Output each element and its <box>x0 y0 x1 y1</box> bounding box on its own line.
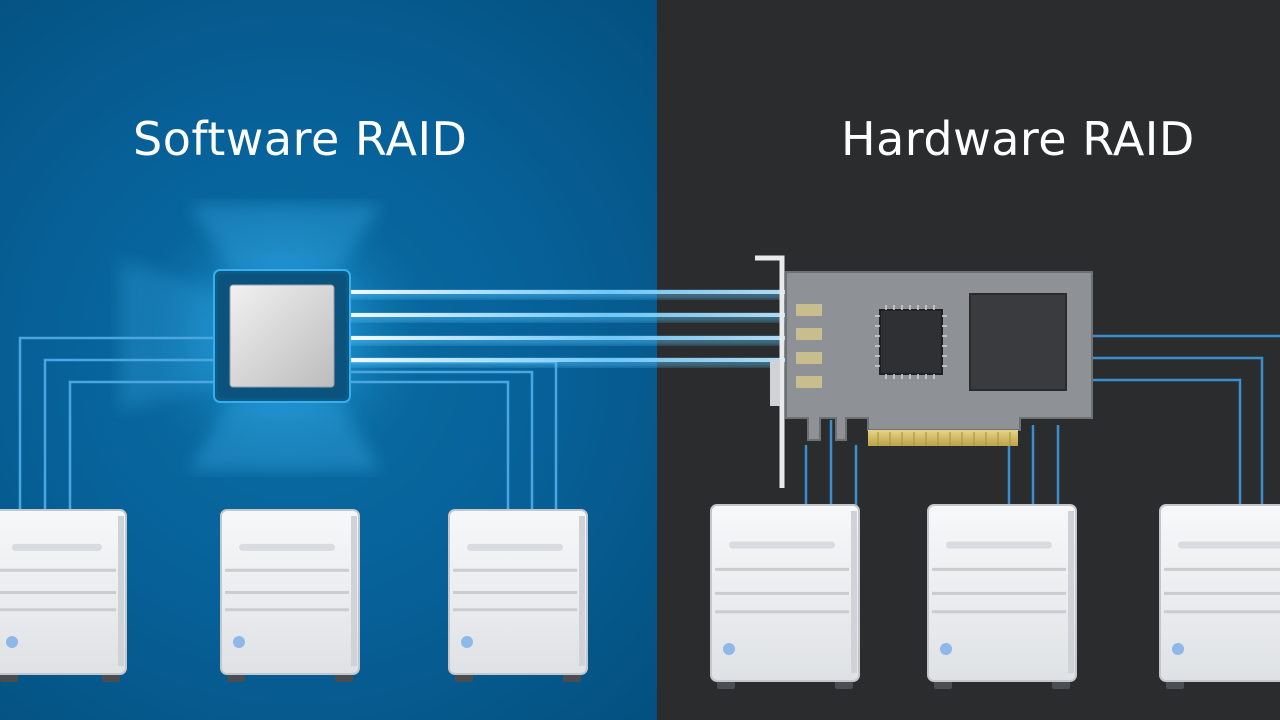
software-raid-title: Software RAID <box>133 112 468 166</box>
hard-drive-icon <box>220 509 360 682</box>
cpu-chip-icon <box>213 269 351 403</box>
raid-controller-card-icon <box>755 255 1093 488</box>
hardware-raid-wires <box>804 334 1280 512</box>
data-beams <box>345 290 785 367</box>
hard-drive-icon <box>927 504 1077 689</box>
hard-drive-icon <box>710 504 860 689</box>
hard-drive-icon <box>1159 504 1280 689</box>
hard-drive-icon <box>0 509 127 682</box>
hardware-raid-title: Hardware RAID <box>841 112 1195 166</box>
hard-drive-icon <box>448 509 588 682</box>
drives <box>0 504 1280 689</box>
